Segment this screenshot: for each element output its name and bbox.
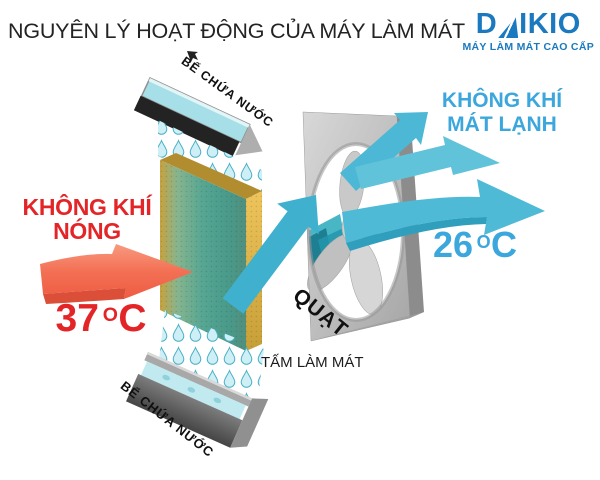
hot-temperature-value: 37 xyxy=(55,297,99,340)
brand-name-suffix: IKIO xyxy=(519,8,581,40)
hot-temperature-unit: C xyxy=(118,297,147,340)
arrow-right xyxy=(355,136,500,189)
hot-air-label-line2: NÓNG xyxy=(53,217,121,244)
brand-name-prefix: D xyxy=(475,8,498,40)
water-droplets-bottom xyxy=(158,310,264,408)
arrow-big-right xyxy=(342,179,545,243)
cold-air-label-line1: KHÔNG KHÍ xyxy=(441,89,563,112)
cold-temperature-value: 26 xyxy=(432,224,474,265)
brand-logo: D IKIO MÁY LÀM MÁT CAO CẤP xyxy=(462,10,595,54)
top-water-tank xyxy=(133,77,263,157)
arrow-pad-to-fan xyxy=(222,195,319,314)
cursor-artifact xyxy=(187,51,198,62)
brand-name: D IKIO xyxy=(463,10,595,39)
page-title: NGUYÊN LÝ HOẠT ĐỘNG CỦA MÁY LÀM MÁT xyxy=(8,19,465,43)
cold-air-label-line2: MÁT LẠNH xyxy=(447,112,557,136)
cold-air-label: KHÔNG KHÍ MÁT LẠNH xyxy=(426,89,578,136)
bottom-water-tank xyxy=(126,352,269,448)
brand-tagline: MÁY LÀM MÁT CAO CẤP xyxy=(462,41,594,53)
cooling-pad-label: TẤM LÀM MÁT xyxy=(261,354,364,371)
cold-degree-symbol: O xyxy=(476,232,491,252)
cold-air-arrows xyxy=(222,112,545,314)
hot-air-label-line1: KHÔNG KHÍ xyxy=(22,194,152,220)
arrow-big-right-shadow xyxy=(346,217,487,251)
hot-degree-symbol: O xyxy=(102,304,118,327)
triangle-a-icon xyxy=(498,17,519,38)
cold-temperature-unit: C xyxy=(491,224,517,265)
hot-air-arrow xyxy=(40,244,193,304)
hot-air-label: KHÔNG KHÍ NÓNG xyxy=(14,194,160,244)
